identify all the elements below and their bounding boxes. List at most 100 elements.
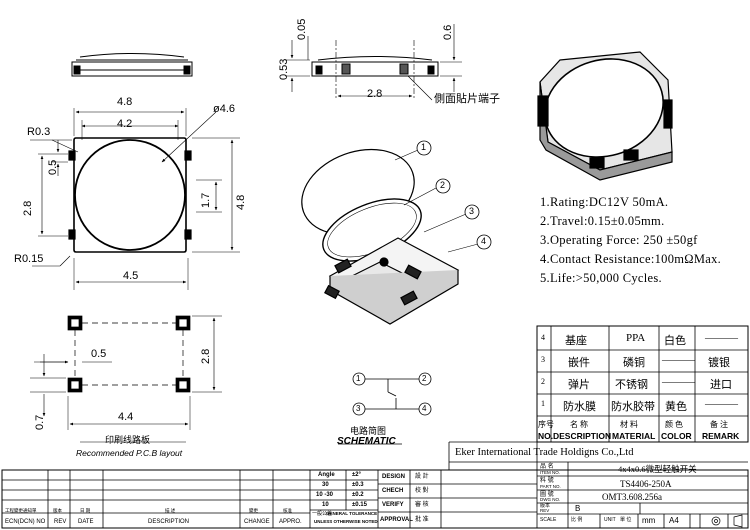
bom-row-remark: 镀银 (708, 357, 730, 369)
callout-2: 2 (440, 180, 446, 190)
change-header: CHANGE (244, 519, 270, 525)
item-name: 4x4x0.6微型轻触开关 (618, 464, 697, 474)
projection-symbol (711, 514, 743, 528)
item-name-label-cn: 品 名 (540, 464, 554, 470)
top-view-body (30, 108, 240, 290)
dim-top-0-05: 0.05 (296, 18, 308, 40)
bom-row-desc: 嵌件 (568, 357, 590, 369)
spec-line-4: 4.Contact Resistance:100mΩMax. (540, 252, 722, 266)
bom-header-mat-cn: 材 料 (620, 420, 638, 429)
desc-header-cn: 描 述 (165, 508, 176, 513)
callout-1: 1 (421, 142, 427, 152)
tol-angle-label: Angle (318, 472, 335, 478)
scale-label-cn: 比 例 (571, 517, 583, 523)
bom-header-remark-cn: 备 注 (710, 420, 728, 429)
unit-value: mm (642, 516, 656, 525)
dim-pcb-0-7: 0.7 (34, 414, 46, 430)
spec-line-3: 3.Operating Force: 250 ±50gf (540, 233, 698, 247)
bom-row-no: 3 (541, 355, 545, 364)
bom-row-mat: 磷铜 (623, 357, 645, 369)
tol-10-30-value: ±0.2 (352, 492, 364, 498)
tol-10-30-label: 10 -30 (316, 492, 334, 498)
approval-label: APPROVAL (380, 517, 413, 523)
dim-pcb-0-5: 0.5 (91, 348, 107, 360)
check-label-cn: 校 對 (415, 488, 429, 494)
schem-pin-4: 4 (422, 404, 427, 413)
bom-header-desc-cn: 名 称 (570, 420, 588, 429)
dim-1-7-vertical: 1.7 (200, 192, 212, 208)
dim-r0-15: R0.15 (14, 253, 44, 265)
dim-diameter-4-6: ø4.6 (213, 103, 236, 115)
spec-line-2: 2.Travel:0.15±0.05mm. (540, 214, 665, 228)
item-name-label-en: ITEM NO. (540, 470, 560, 475)
callout-4: 4 (481, 236, 487, 246)
general-tolerance: GENERAL TOLERANCE (326, 511, 378, 516)
bom-row-color: 黄色 (665, 401, 687, 413)
schematic (338, 372, 432, 445)
dim-pcb-2-8: 2.8 (200, 348, 212, 364)
dim-body-4-5: 4.5 (123, 270, 139, 282)
change-header-cn: 變更 (249, 508, 258, 513)
dwg-label-cn: 圖 號 (540, 492, 554, 498)
side-view-left (71, 53, 193, 77)
bom-row-mat: 不锈钢 (615, 379, 648, 391)
schematic-title-en: SCHEMATIC (337, 436, 396, 447)
unit-label-cn: 單 位 (620, 517, 632, 523)
desc-header: DESCRIPTION (148, 519, 190, 525)
bom-header-no-cn: 序号 (538, 420, 554, 429)
date-header-cn: 日 期 (80, 508, 91, 513)
tol-angle-value: ±2° (352, 472, 362, 478)
appro-header-cn: 核准 (283, 508, 292, 513)
rev-header-cn: 版本 (53, 508, 62, 513)
bom-header-no: NO. (538, 431, 554, 441)
side-view-middle (285, 24, 462, 101)
verify-label: VERIFY (382, 502, 404, 508)
bom-row-color: 白色 (664, 335, 686, 347)
dim-0-5-vertical: 0.5 (47, 159, 59, 175)
bom-header-remark: REMARK (702, 431, 740, 441)
ecn-header: ECN(DCN) NO (5, 519, 46, 525)
part-label-cn: 料 號 (540, 478, 554, 484)
bom-header-color: COLOR (661, 431, 692, 441)
drawing-number: OMT3.608.256a (602, 492, 662, 502)
dim-body-width-4-8: 4.8 (117, 96, 133, 108)
dim-top-0-53: 0.53 (278, 58, 290, 80)
bom-header-desc: DESCRIPTION (553, 431, 612, 441)
dim-top-2-8: 2.8 (367, 88, 383, 100)
tol-30-label: 30 (322, 482, 329, 488)
callout-circles (416, 140, 492, 250)
size-value: A4 (669, 516, 679, 525)
pcb-title-en: Recommended P.C.B layout (76, 448, 183, 458)
revision-value: B (575, 504, 581, 513)
part-number: TS4406-250A (620, 479, 672, 489)
bom-row-remark: ——— (705, 398, 738, 410)
schem-pin-2: 2 (422, 374, 427, 383)
bom-row-remark: 进口 (710, 379, 732, 391)
unit-label: UNIT (604, 517, 616, 523)
ecn-header-cn: 工程變更通知單 (5, 508, 37, 513)
unless-noted: UNLESS OTHERWISE NOTED (314, 519, 378, 524)
dim-4-8-vertical: 4.8 (235, 194, 247, 210)
dim-r0-3: R0.3 (27, 126, 51, 138)
bom-row-no: 1 (541, 399, 545, 408)
schem-pin-3: 3 (356, 404, 361, 413)
tol-10-value: ±0.15 (352, 502, 367, 508)
bom-row-no: 4 (541, 333, 545, 342)
bom-row-color: ——— (662, 376, 695, 388)
company-name: Eker International Trade Holdigns Co.,Lt… (455, 447, 634, 458)
pcb-title-cn: 印刷线路板 (105, 435, 151, 445)
date-header: DATE (78, 519, 94, 525)
table-grid (1, 325, 749, 529)
spec-line-5: 5.Life:>50,000 Cycles. (540, 271, 662, 285)
bom-header-mat: MATERIAL (612, 431, 656, 441)
tol-30-value: ±0.3 (352, 482, 364, 488)
rev-label-cn: 版本 (540, 503, 551, 509)
bom-row-desc: 基座 (565, 335, 587, 347)
dim-top-0-6: 0.6 (442, 24, 454, 40)
side-terminal-note: 側面貼片端子 (434, 93, 500, 105)
appro-header: APPRO. (279, 519, 302, 525)
dim-2-8-vertical: 2.8 (22, 200, 34, 216)
general-tolerance-cn: 一般公差 (312, 511, 333, 517)
bom-row-desc: 防水膜 (563, 401, 596, 413)
